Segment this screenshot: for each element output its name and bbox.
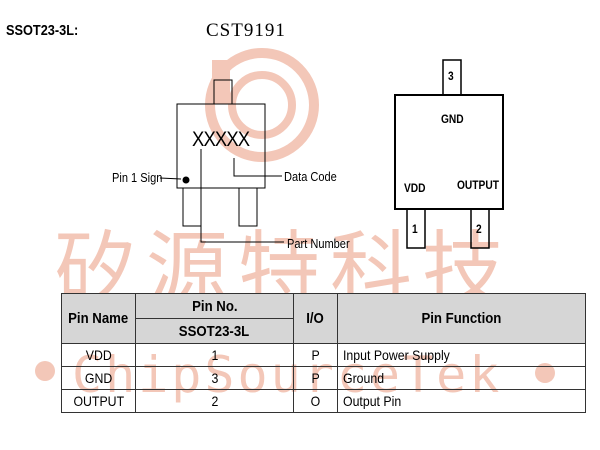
header-pin-no: Pin No. <box>135 293 294 319</box>
cell-pin-function: Output Pin <box>337 389 586 413</box>
cell-io: O <box>293 389 338 413</box>
pinout-right-pin <box>470 208 490 249</box>
watermark-dot-left <box>35 361 55 381</box>
data-code-label: Data Code <box>284 169 337 184</box>
part-number-leader <box>200 149 284 243</box>
cell-pin-no: 3 <box>135 366 294 390</box>
marking-diagram <box>159 79 284 243</box>
pin-top-number: 3 <box>448 69 454 83</box>
header-io: I/O <box>293 293 338 344</box>
pin1-sign-leader <box>159 177 182 180</box>
cell-pin-name: VDD <box>61 343 136 367</box>
table-row: GND 3 P Ground <box>61 366 586 390</box>
cell-io: P <box>293 366 338 390</box>
pin-left-name: VDD <box>404 181 426 195</box>
watermark-logo <box>205 48 319 162</box>
header-pin-name: Pin Name <box>61 293 136 344</box>
pin1-sign-label: Pin 1 Sign <box>112 170 163 185</box>
pin-right-number: 2 <box>476 222 482 236</box>
pinout-left-pin <box>406 208 426 249</box>
part-number-label: Part Number <box>287 236 350 251</box>
cell-pin-no: 2 <box>135 389 294 413</box>
table-header-row: Pin Name Pin No. I/O Pin Function <box>61 293 586 344</box>
pin-left-number: 1 <box>412 222 418 236</box>
table-subheader-row: SSOT23-3L <box>62 318 586 344</box>
marking-top-pin <box>213 79 233 105</box>
pin1-sign-dot <box>182 176 190 184</box>
table-row: VDD 1 P Input Power Supply <box>61 343 586 367</box>
header-pin-no-sub: SSOT23-3L <box>135 318 294 344</box>
cell-pin-name: OUTPUT <box>61 389 136 413</box>
cell-pin-function: Ground <box>337 366 586 390</box>
header-pin-function: Pin Function <box>337 293 586 344</box>
cell-io: P <box>293 343 338 367</box>
marking-body <box>176 103 266 189</box>
pin-right-name: OUTPUT <box>457 178 499 192</box>
cell-pin-function: Input Power Supply <box>337 343 586 367</box>
cell-pin-name: GND <box>61 366 136 390</box>
marking-text: XXXXX <box>192 128 250 151</box>
pin-table: Pin Name Pin No. I/O Pin Function SSOT23… <box>61 293 586 413</box>
pin-top-name: GND <box>441 112 464 126</box>
marking-right-pin <box>238 187 258 227</box>
data-code-leader <box>233 158 282 177</box>
table-row: OUTPUT 2 O Output Pin <box>61 389 586 413</box>
part-title: CST9191 <box>206 20 286 41</box>
cell-pin-no: 1 <box>135 343 294 367</box>
pinout-body <box>394 94 504 210</box>
marking-left-pin <box>182 187 202 227</box>
pinout-diagram <box>394 59 504 249</box>
package-label: SSOT23-3L: <box>6 22 79 39</box>
